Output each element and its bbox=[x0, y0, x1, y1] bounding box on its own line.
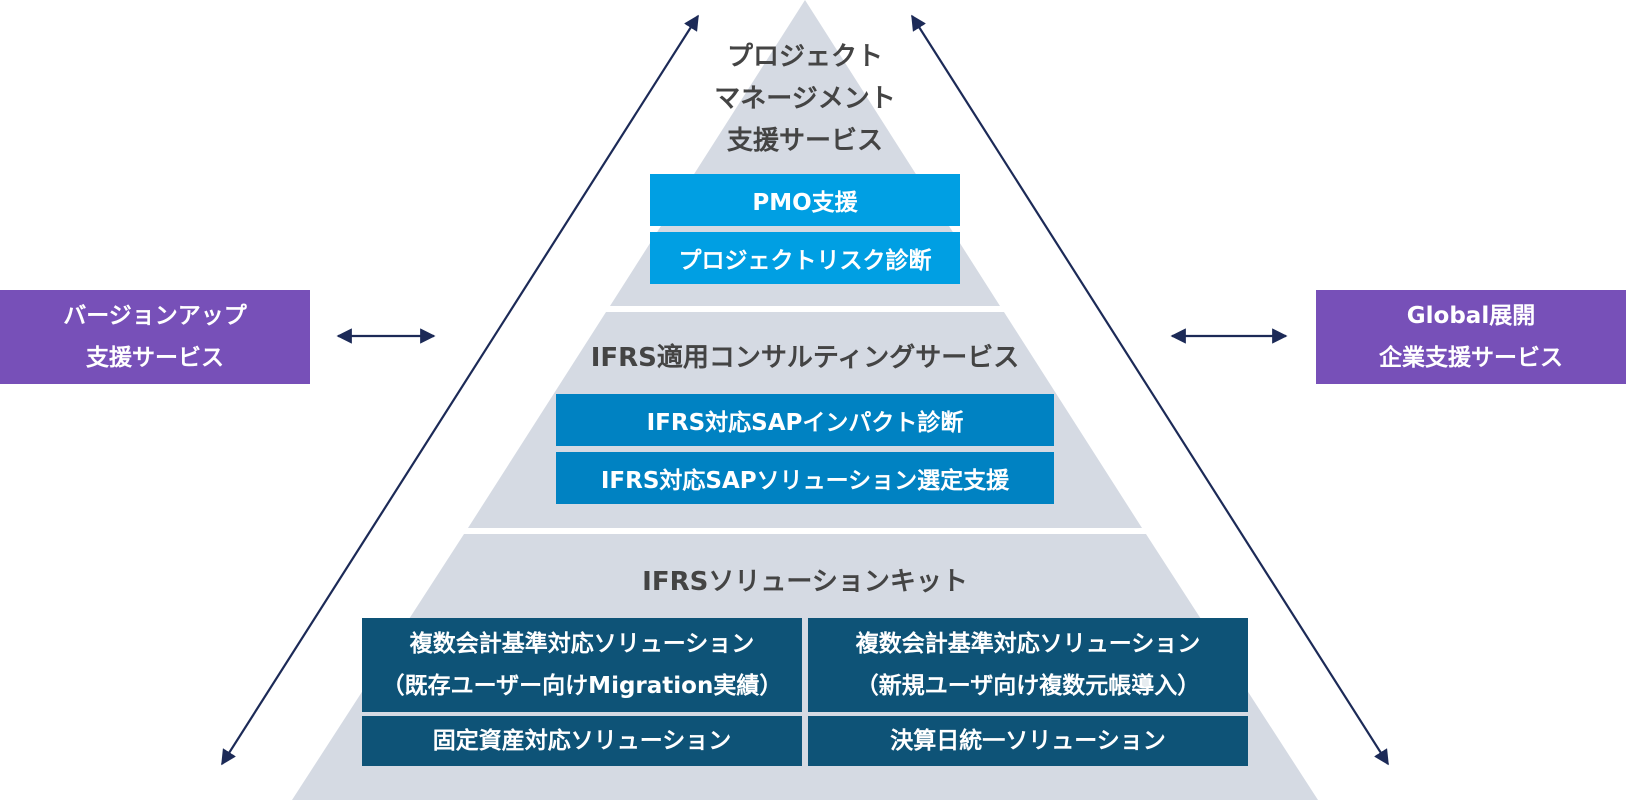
side-service-left: バージョンアップ 支援サービス bbox=[0, 290, 310, 384]
tier2-item-label: IFRS対応SAPインパクト診断 bbox=[646, 410, 964, 436]
tier1-title-line: プロジェクト bbox=[726, 42, 883, 72]
right-diagonal-arrow bbox=[911, 14, 1389, 766]
tier3-title: IFRSソリューションキット bbox=[505, 562, 1105, 602]
tier1-item-label: プロジェクトリスク診断 bbox=[678, 248, 932, 274]
left-diagonal-arrow bbox=[221, 14, 699, 766]
tier3-item-line: （既存ユーザー向けMigration実績） bbox=[381, 673, 783, 699]
tier3-item-box: 複数会計基準対応ソリューション （既存ユーザー向けMigration実績） bbox=[362, 618, 802, 712]
tier1-title: プロジェクト マネージメント 支援サービス bbox=[655, 36, 955, 162]
tier1-title-line: 支援サービス bbox=[726, 126, 883, 156]
pyramid-tier1-band bbox=[610, 0, 1000, 306]
side-left-line: 支援サービス bbox=[86, 345, 224, 371]
tier3-item-line: 決算日統一ソリューション bbox=[890, 728, 1166, 754]
tier3-item-box: 固定資産対応ソリューション bbox=[362, 716, 802, 766]
tier3-item-line: 固定資産対応ソリューション bbox=[432, 728, 732, 754]
side-right-line: 企業支援サービス bbox=[1379, 345, 1563, 371]
tier3-item-line: 複数会計基準対応ソリューション bbox=[855, 631, 1201, 657]
tier3-item-box: 決算日統一ソリューション bbox=[808, 716, 1248, 766]
tier3-item-box: 複数会計基準対応ソリューション （新規ユーザ向け複数元帳導入） bbox=[808, 618, 1248, 712]
tier2-title-text: IFRS適用コンサルティングサービス bbox=[590, 343, 1020, 373]
tier2-title: IFRS適用コンサルティングサービス bbox=[505, 338, 1105, 378]
tier1-item-box: PMO支援 bbox=[650, 174, 960, 226]
tier1-item-box: プロジェクトリスク診断 bbox=[650, 232, 960, 284]
tier3-item-line: 複数会計基準対応ソリューション bbox=[409, 631, 755, 657]
tier3-title-text: IFRSソリューションキット bbox=[642, 567, 968, 597]
side-left-line: バージョンアップ bbox=[63, 303, 247, 329]
tier1-item-label: PMO支援 bbox=[752, 190, 858, 216]
tier3-item-line: （新規ユーザ向け複数元帳導入） bbox=[855, 673, 1201, 699]
tier1-title-line: マネージメント bbox=[714, 84, 896, 114]
tier2-item-box: IFRS対応SAPソリューション選定支援 bbox=[556, 452, 1054, 504]
side-service-right: Global展開 企業支援サービス bbox=[1316, 290, 1626, 384]
tier2-item-label: IFRS対応SAPソリューション選定支援 bbox=[600, 468, 1010, 494]
tier2-item-box: IFRS対応SAPインパクト診断 bbox=[556, 394, 1054, 446]
side-right-line: Global展開 bbox=[1406, 303, 1536, 329]
